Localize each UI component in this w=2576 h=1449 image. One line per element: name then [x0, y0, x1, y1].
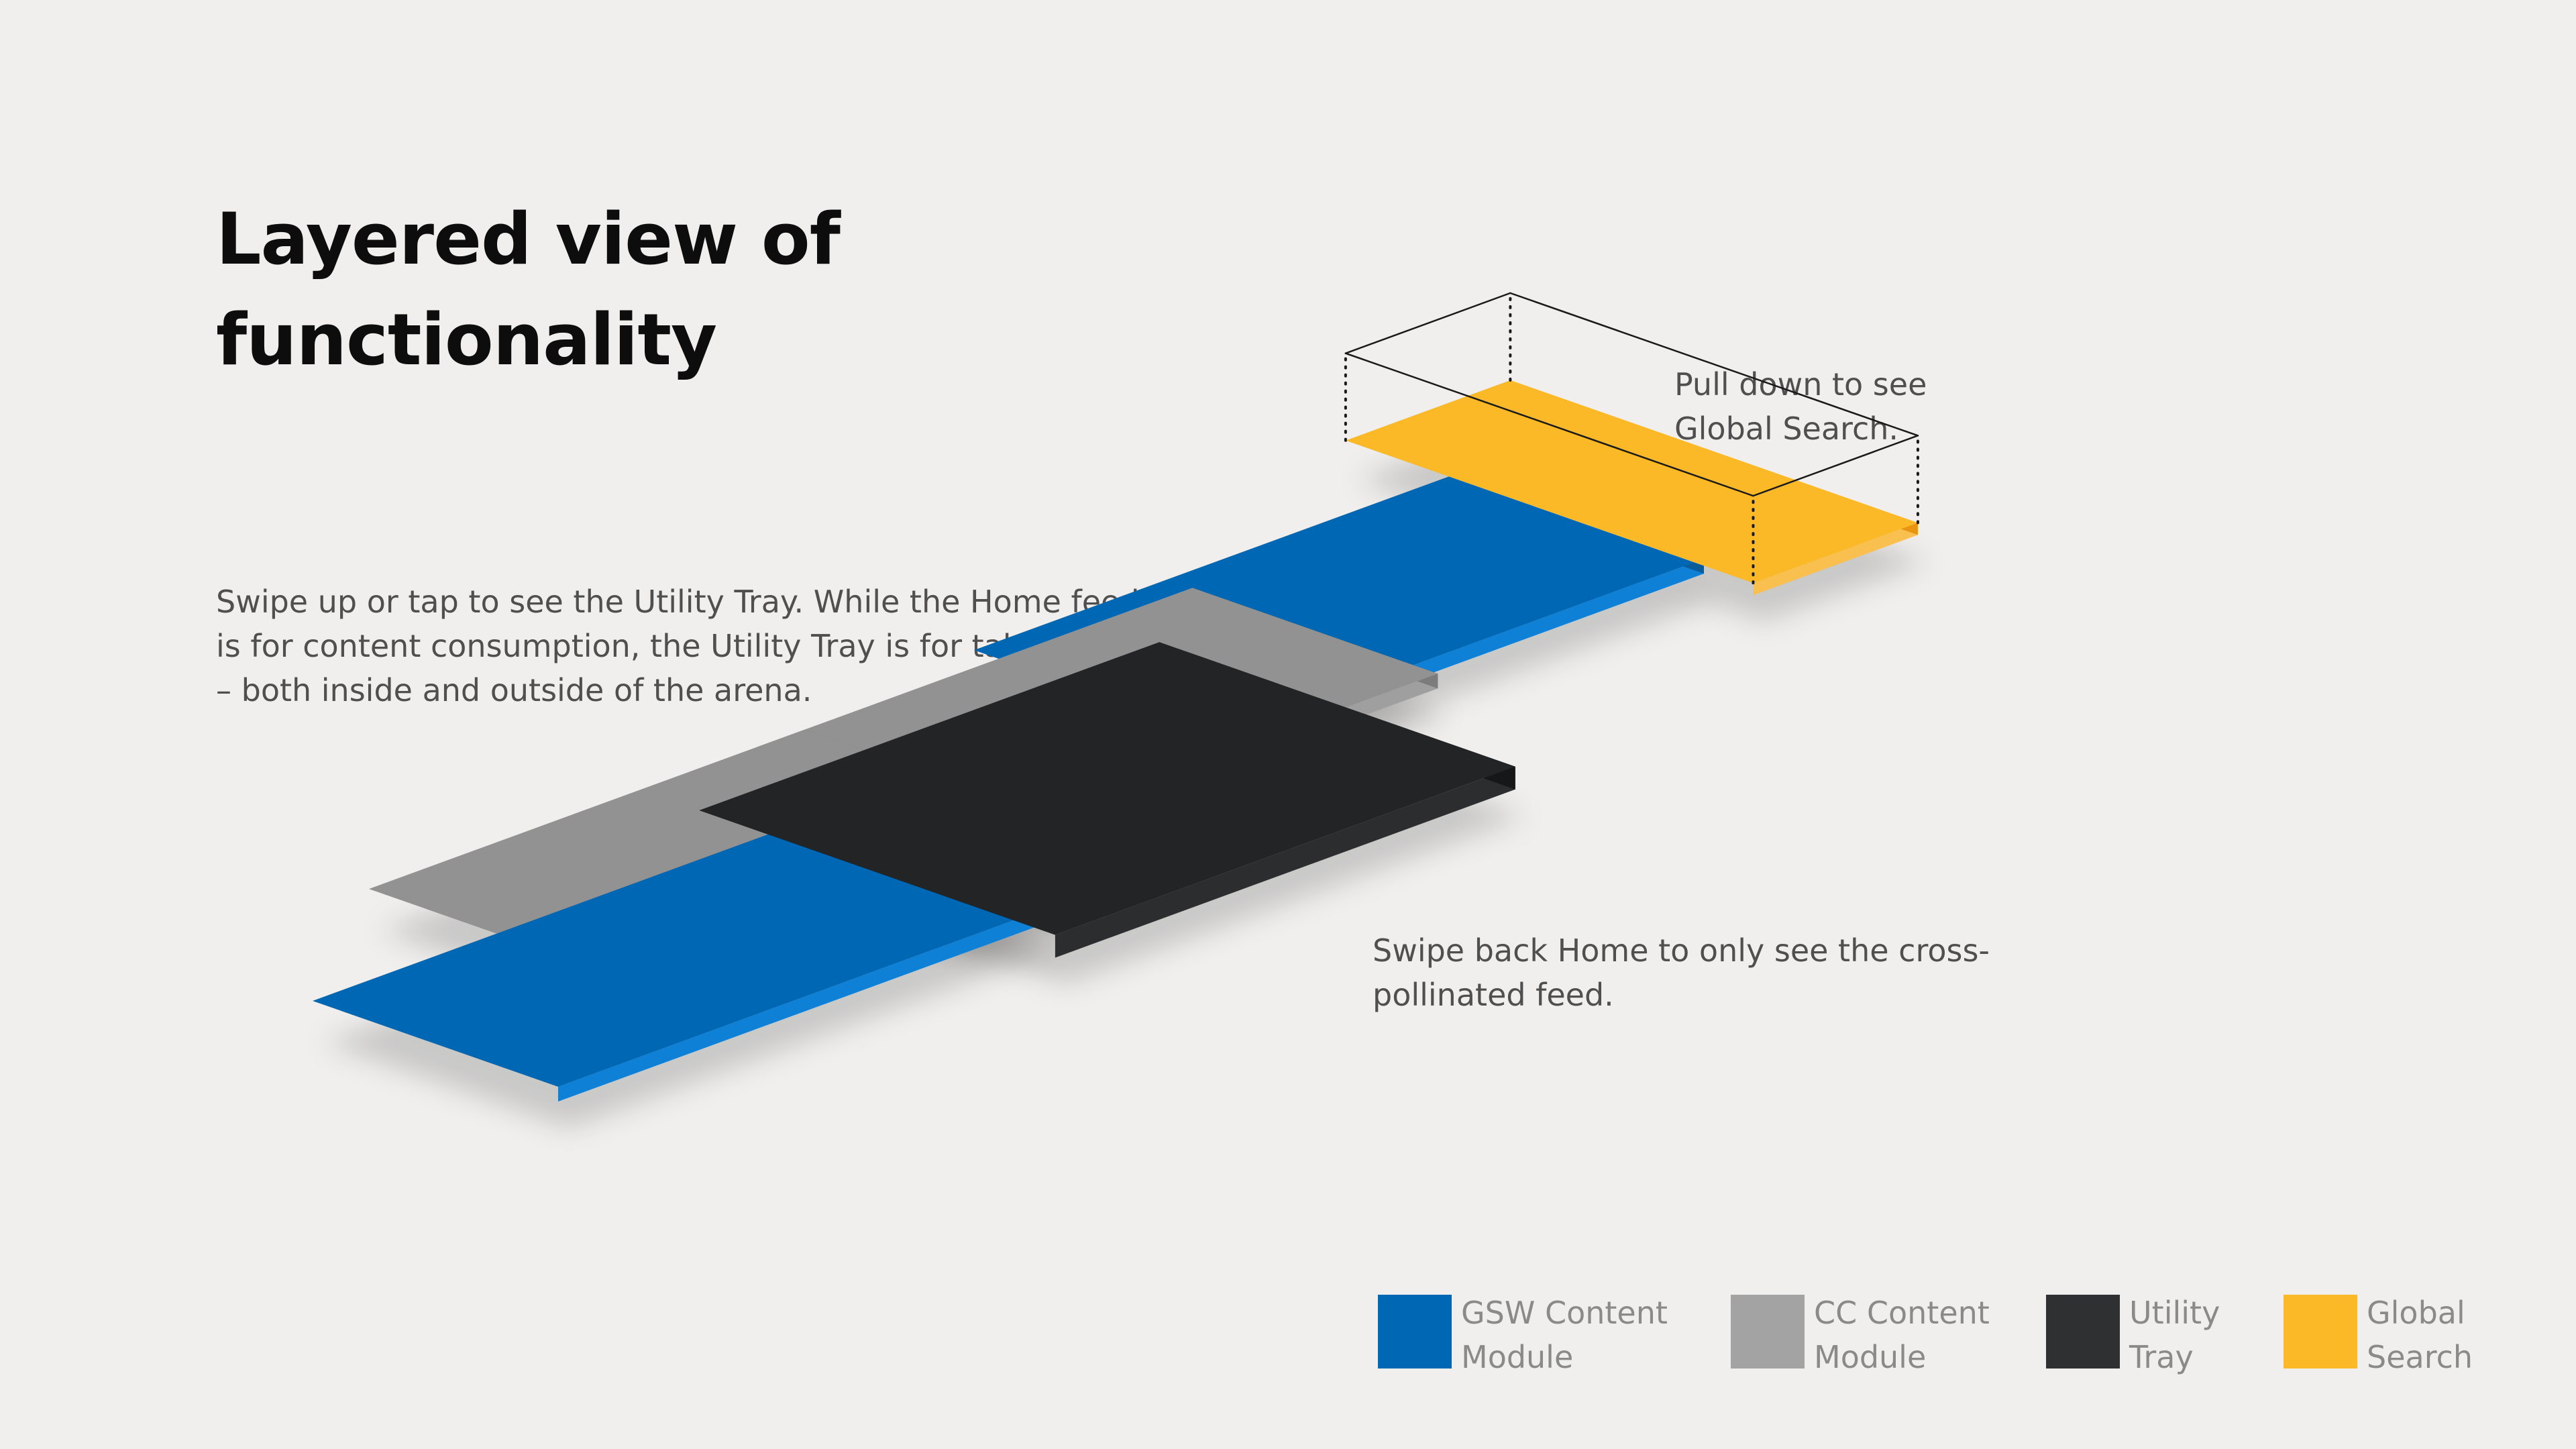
- utility-tray-note: Swipe up or tap to see the Utility Tray.…: [216, 580, 1173, 712]
- title-line-2: functionality: [216, 299, 717, 381]
- legend-swatch-search: [2284, 1295, 2357, 1368]
- home-feed-note: Swipe back Home to only see the cross- p…: [1373, 928, 1990, 1017]
- legend-line: Search: [2367, 1339, 2473, 1375]
- legend-line: Global: [2367, 1295, 2465, 1331]
- page-title: Layered view of functionality: [216, 189, 954, 390]
- note-line: – both inside and outside of the arena.: [216, 672, 812, 708]
- legend-label: CC Content Module: [1814, 1291, 1990, 1379]
- guide-edge: [1344, 292, 1511, 354]
- legend-line: Utility: [2129, 1295, 2220, 1331]
- legend-label: Global Search: [2367, 1291, 2473, 1379]
- legend-line: GSW Content: [1461, 1295, 1668, 1331]
- utility-tray-slab-front-face: [1055, 766, 1515, 958]
- legend-swatch-tray: [2046, 1295, 2120, 1368]
- legend-swatch-gsw: [1378, 1295, 1452, 1368]
- guide-edge: [1509, 292, 1919, 437]
- global-search-slab-top-face: [1345, 380, 1918, 584]
- note-line: Swipe up or tap to see the Utility Tray.…: [216, 584, 1140, 620]
- note-line: Pull down to see: [1674, 366, 1927, 402]
- legend-swatch-cc: [1731, 1295, 1805, 1368]
- legend-line: Module: [1814, 1339, 1927, 1375]
- gsw-module-front-top-face: [313, 824, 1042, 1087]
- gsw-module-front-front-face: [558, 910, 1042, 1102]
- legend-line: CC Content: [1814, 1295, 1990, 1331]
- legend-line: Tray: [2129, 1339, 2194, 1375]
- utility-tray-slab-top-face: [699, 642, 1515, 935]
- global-search-slab-front-face: [1753, 523, 1918, 596]
- legend-label: Utility Tray: [2129, 1291, 2220, 1379]
- note-line: Swipe back Home to only see the cross-: [1373, 932, 1990, 969]
- layer-slabs: [313, 380, 1918, 1102]
- legend: GSW Content Module CC Content Module Uti…: [0, 1295, 2576, 1375]
- legend-label: GSW Content Module: [1461, 1291, 1668, 1379]
- title-line-1: Layered view of: [216, 198, 841, 280]
- guide-edge: [1752, 435, 1919, 497]
- legend-line: Module: [1461, 1339, 1574, 1375]
- guide-edge: [1344, 352, 1754, 497]
- search-guide-box: [1344, 291, 1919, 585]
- note-line: pollinated feed.: [1373, 977, 1614, 1013]
